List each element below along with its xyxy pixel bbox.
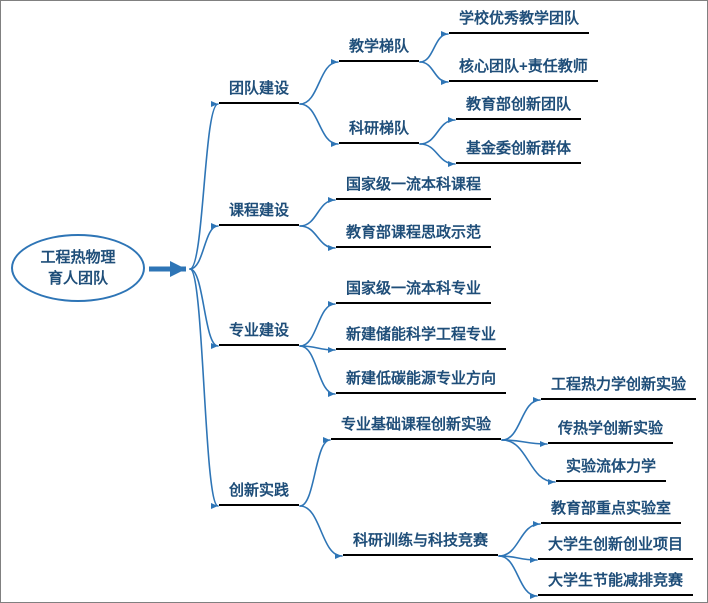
node-basic-course-innovation-experiments[interactable]: 专业基础课程创新实验 [331, 415, 502, 440]
node-national-first-class-course[interactable]: 国家级一流本科课程 [336, 175, 492, 200]
node-research-training-competitions[interactable]: 科研训练与科技竞赛 [343, 531, 499, 556]
connector [299, 301, 336, 347]
node-student-innovation-projects[interactable]: 大学生创新创业项目 [538, 535, 694, 560]
connector [299, 345, 336, 397]
node-moe-innovation-team[interactable]: 教育部创新团队 [456, 95, 582, 120]
node-new-energy-storage-major[interactable]: 新建储能科学工程专业 [336, 325, 507, 350]
connector [189, 268, 219, 509]
connector [189, 268, 219, 349]
root-node[interactable]: 工程热物理 育人团队 [11, 234, 145, 302]
node-course-building[interactable]: 课程建设 [219, 201, 300, 226]
connector [419, 61, 449, 85]
connector [419, 31, 449, 63]
node-research-echelon[interactable]: 科研梯队 [339, 119, 420, 144]
connector [299, 59, 339, 105]
connector [498, 521, 541, 557]
node-teaching-echelon[interactable]: 教学梯队 [339, 37, 420, 62]
connector [419, 117, 456, 145]
connector [419, 143, 456, 167]
connector [189, 101, 219, 270]
node-nsfc-innovation-group[interactable]: 基金委创新群体 [456, 139, 582, 164]
connector [299, 505, 343, 559]
connector [189, 223, 219, 270]
node-innovation-practice[interactable]: 创新实践 [219, 481, 300, 506]
node-moe-key-laboratory[interactable]: 教育部重点实验室 [541, 499, 682, 524]
node-heat-transfer-experiment[interactable]: 传热学创新实验 [548, 419, 674, 444]
node-new-low-carbon-energy-direction[interactable]: 新建低碳能源专业方向 [336, 369, 507, 394]
connector [299, 103, 339, 147]
node-national-first-class-major[interactable]: 国家级一流本科专业 [336, 279, 492, 304]
connector [501, 439, 556, 485]
node-experimental-fluid-mechanics[interactable]: 实验流体力学 [556, 457, 667, 482]
root-label-line2: 育人团队 [47, 270, 108, 287]
connector [498, 555, 538, 599]
node-major-building[interactable]: 专业建设 [219, 321, 300, 346]
connector [299, 197, 336, 227]
node-team-building[interactable]: 团队建设 [219, 79, 300, 104]
connector [501, 397, 541, 441]
root-label-line1: 工程热物理 [40, 249, 116, 266]
node-engineering-thermodynamics-experiment[interactable]: 工程热力学创新实验 [541, 375, 697, 400]
node-energy-saving-competition[interactable]: 大学生节能减排竞赛 [538, 571, 694, 596]
node-core-team-responsible-teachers[interactable]: 核心团队+责任教师 [449, 57, 598, 82]
connector [299, 225, 336, 251]
connector [299, 437, 331, 507]
node-moe-course-ideology-demo[interactable]: 教育部课程思政示范 [336, 223, 492, 248]
node-school-excellent-teaching-team[interactable]: 学校优秀教学团队 [449, 9, 590, 34]
